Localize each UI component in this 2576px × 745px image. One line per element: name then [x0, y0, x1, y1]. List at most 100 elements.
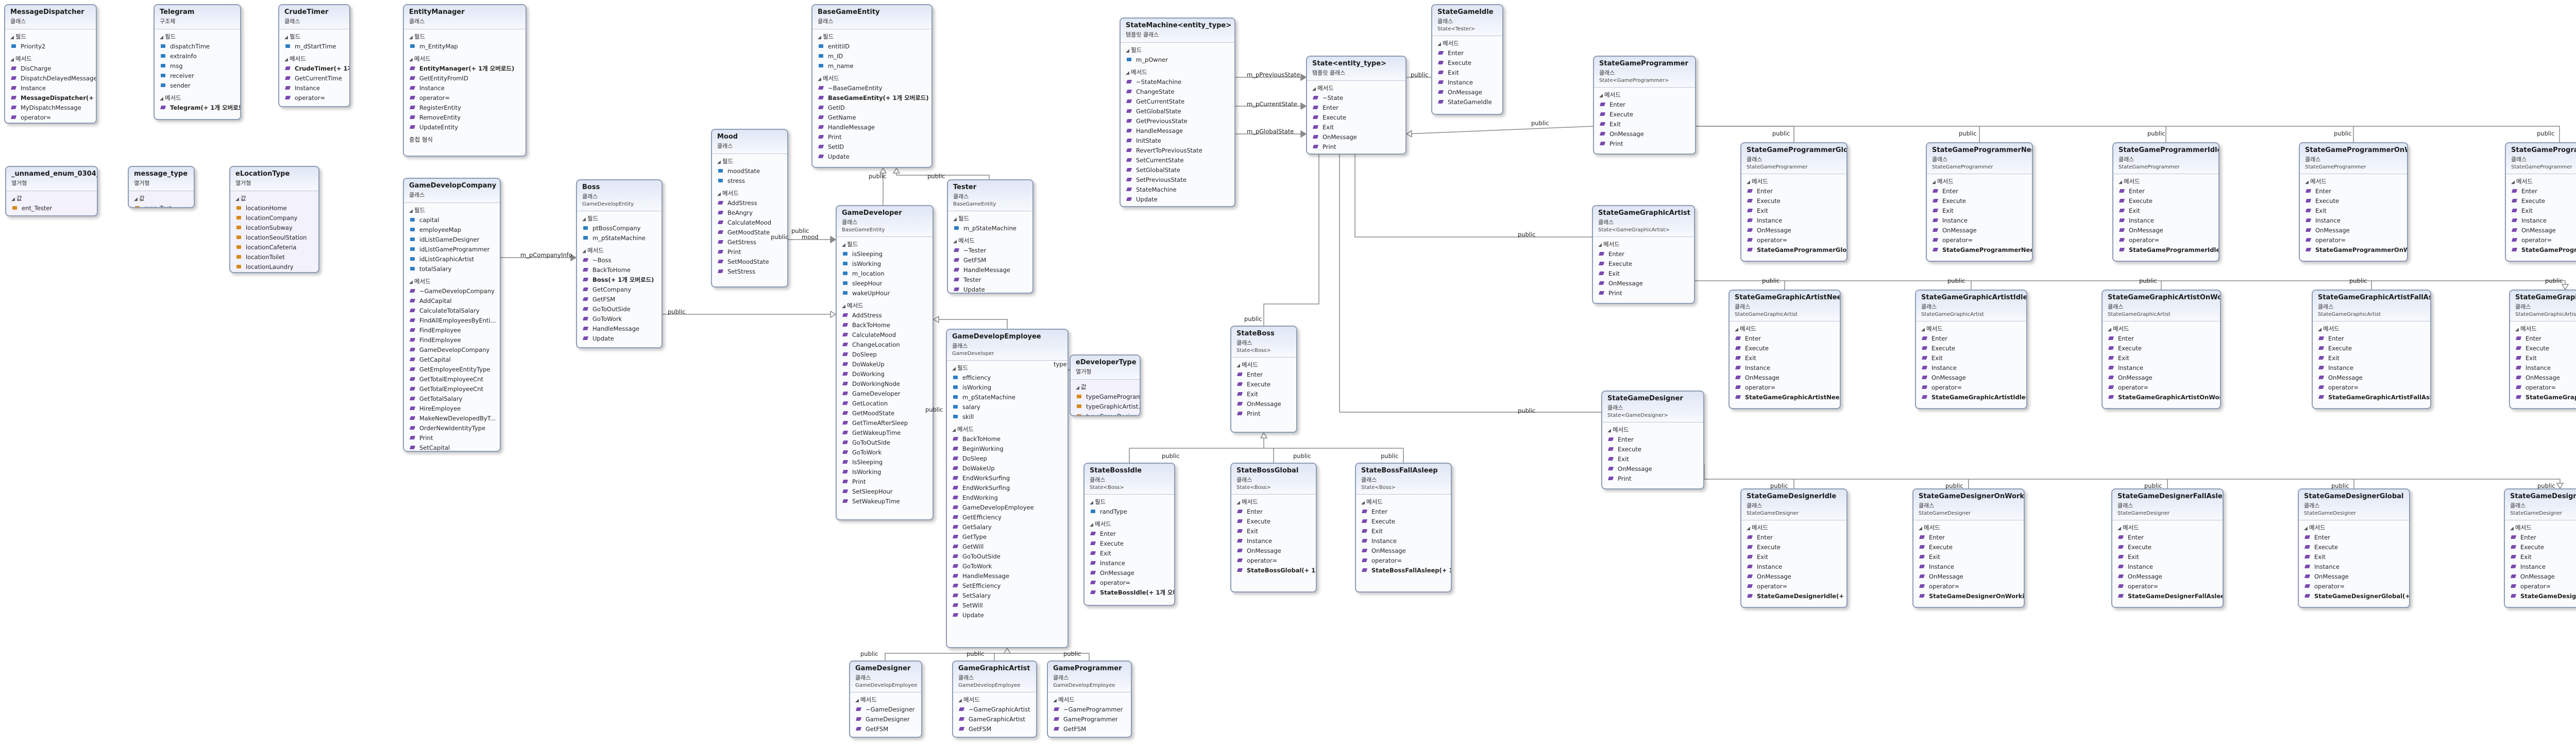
class-box-sgpglobal[interactable]: StateGameProgrammerGlobal클래스StateGamePro… — [1740, 142, 1848, 262]
method-item[interactable]: DoWorking — [837, 369, 933, 379]
method-item[interactable]: GetEmployeeEntityType — [404, 365, 500, 375]
method-item[interactable]: SetCurrentState — [1121, 156, 1234, 165]
method-item[interactable]: Exit — [1602, 454, 1703, 464]
method-item[interactable]: OnMessage — [1602, 464, 1703, 474]
method-item[interactable]: Instance — [1741, 216, 1846, 226]
method-item[interactable]: Execute — [1741, 543, 1846, 552]
enum-value[interactable]: typeGameDesigner — [1071, 412, 1140, 415]
method-item[interactable]: GetLocation — [837, 399, 933, 409]
method-item[interactable]: BeAngry — [712, 208, 787, 218]
method-item[interactable]: Execute — [2313, 344, 2430, 353]
method-item[interactable]: Exit — [1741, 206, 1846, 216]
method-item[interactable]: HandleMessage — [812, 123, 931, 132]
method-item[interactable]: GameDeveloper — [837, 389, 933, 399]
methods-section-toggle[interactable]: ◢메서드 — [577, 243, 662, 256]
method-item[interactable]: Enter — [1913, 533, 2024, 543]
methods-section-toggle[interactable]: ◢메서드 — [1913, 520, 2024, 533]
method-item[interactable]: Exit — [2505, 552, 2576, 562]
enum-value[interactable]: ent_Boss — [6, 213, 97, 215]
method-item[interactable]: GetEntityFromID — [404, 74, 526, 83]
method-item[interactable]: operator= — [1927, 235, 2032, 245]
method-item[interactable]: OnMessage — [1741, 572, 1846, 582]
method-item[interactable]: OnMessage — [2506, 226, 2576, 235]
method-item[interactable]: CalculateMood — [712, 218, 787, 228]
enum-value[interactable]: locationLaundry — [230, 262, 318, 272]
method-item[interactable]: operator= — [2300, 235, 2407, 245]
method-item[interactable]: Execute — [1084, 539, 1174, 549]
method-item[interactable]: Enter — [1307, 103, 1405, 113]
method-item[interactable]: GetFSM — [953, 724, 1036, 734]
field-item[interactable]: totalSalary — [404, 264, 500, 274]
method-item[interactable]: GetCompany — [577, 285, 662, 295]
method-item[interactable]: Exit — [1913, 552, 2024, 562]
method-item[interactable]: Enter — [1594, 100, 1695, 110]
method-item[interactable]: Enter — [1231, 507, 1316, 517]
method-item[interactable]: InitState — [1121, 136, 1234, 146]
field-item[interactable]: sleepHour — [837, 279, 933, 289]
field-item[interactable]: skill — [947, 412, 1067, 422]
method-item[interactable]: operator= — [1913, 582, 2024, 591]
method-item[interactable]: Exit — [2506, 206, 2576, 216]
method-item[interactable]: Instance — [2103, 363, 2220, 373]
method-item[interactable]: ~GameDevelopCompany — [404, 286, 500, 296]
method-item[interactable]: Update — [577, 334, 662, 344]
methods-section-toggle[interactable]: ◢메서드 — [1594, 88, 1695, 100]
method-item[interactable]: Instance — [1084, 558, 1174, 568]
method-item[interactable]: Boss(+ 1개 오버로드) — [577, 275, 662, 285]
method-item[interactable]: GetSalary — [947, 522, 1067, 532]
class-box-unnamed[interactable]: _unnamed_enum_0304_1열거형◢값ent_Testerent_B… — [5, 166, 98, 216]
method-item[interactable]: Telegram(+ 1개 오버로드) — [155, 103, 240, 113]
method-item[interactable]: Execute — [1432, 58, 1502, 68]
method-item[interactable]: StateGameGraphicArtistGlobal(+ 1개 오버로드) — [2510, 393, 2576, 402]
method-item[interactable]: MessageDispatcher(+ 1개 오버로드) — [5, 93, 96, 103]
method-item[interactable]: StateGameProgrammerIdle(+ 1개 오버로드) — [2113, 245, 2218, 255]
field-item[interactable]: isWorking — [947, 383, 1067, 393]
method-item[interactable]: Execute — [1231, 380, 1296, 390]
method-item[interactable]: DoWakeUp — [947, 464, 1067, 473]
method-item[interactable]: operator= — [404, 93, 526, 103]
methods-section-toggle[interactable]: ◢메서드 — [2300, 174, 2407, 187]
method-item[interactable]: StateBossIdle(+ 1개 오버로드) — [1084, 588, 1174, 598]
method-item[interactable]: Enter — [2510, 334, 2576, 344]
method-item[interactable]: operator= — [279, 93, 349, 103]
method-item[interactable]: Enter — [1916, 334, 2026, 344]
method-item[interactable]: Enter — [1356, 507, 1451, 517]
method-item[interactable]: ChangeState — [1121, 87, 1234, 97]
method-item[interactable]: GetFSM — [577, 295, 662, 304]
method-item[interactable]: operator= — [1741, 235, 1846, 245]
enum-value[interactable]: locationSubway — [230, 223, 318, 233]
field-item[interactable]: extraInfo — [155, 52, 240, 61]
method-item[interactable]: OnMessage — [1916, 373, 2026, 383]
method-item[interactable]: Execute — [1913, 543, 2024, 552]
methods-section-toggle[interactable]: ◢메서드 — [1593, 237, 1694, 249]
method-item[interactable]: Instance — [2300, 216, 2407, 226]
method-item[interactable]: operator= — [2103, 383, 2220, 393]
method-item[interactable]: Execute — [1916, 344, 2026, 353]
methods-section-toggle[interactable]: ◢메서드 — [1231, 358, 1296, 370]
method-item[interactable]: CalculateTotalSalary — [404, 306, 500, 316]
method-item[interactable]: StateGameProgrammerGlobal(+ 1개 오버로드) — [1741, 245, 1846, 255]
field-item[interactable]: isSleeping — [837, 249, 933, 259]
methods-section-toggle[interactable]: ◢메서드 — [947, 422, 1067, 434]
methods-section-toggle[interactable]: ◢메서드 — [1084, 517, 1174, 529]
method-item[interactable]: Exit — [1594, 120, 1695, 129]
class-box-edevelopertype[interactable]: eDeveloperType열거형◢값typeGameProgram...typ… — [1070, 354, 1141, 416]
fields-section-toggle[interactable]: ◢필드 — [404, 29, 526, 42]
field-item[interactable]: m_EntityMap — [404, 42, 526, 52]
methods-section-toggle[interactable]: ◢메서드 — [2103, 321, 2220, 334]
method-item[interactable]: StateGameDesignerNeed(+ 1개 오버로드) — [2505, 591, 2576, 601]
method-item[interactable]: Enter — [2313, 334, 2430, 344]
method-item[interactable]: SetSleepHour — [837, 487, 933, 497]
field-item[interactable]: ptBossCompany — [577, 224, 662, 233]
methods-section-toggle[interactable]: ◢메서드 — [2506, 174, 2576, 187]
method-item[interactable]: Print — [1593, 289, 1694, 298]
